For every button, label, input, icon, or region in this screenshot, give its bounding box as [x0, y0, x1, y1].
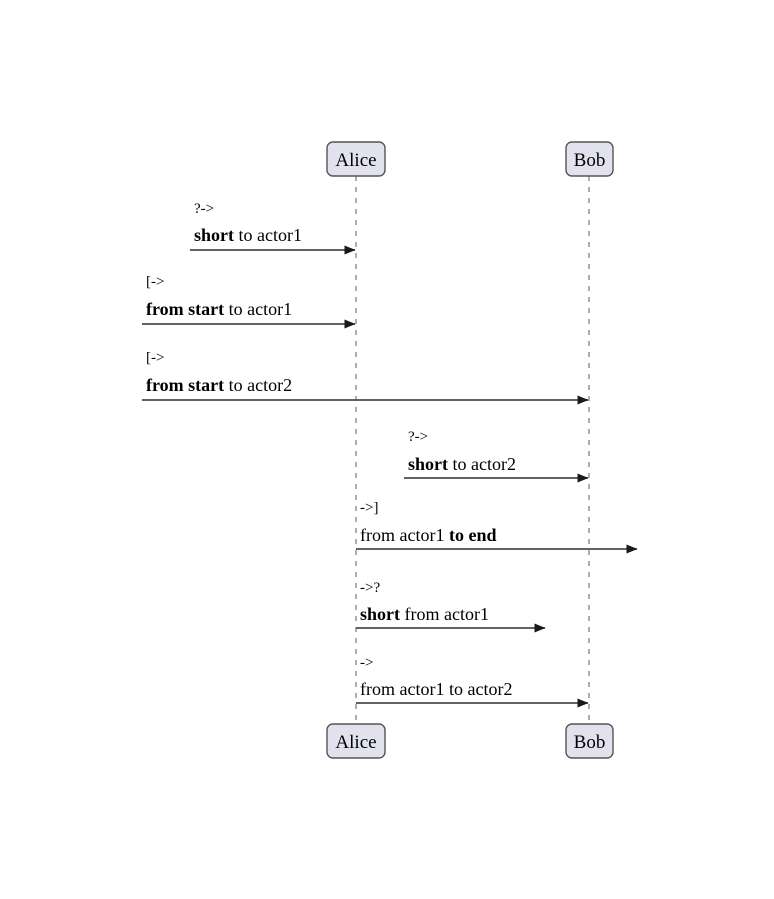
message-type-annotation: ->?	[360, 580, 380, 596]
message-1: ?-> short to actor1	[190, 201, 356, 255]
actor-box-alice-top[interactable]: Alice	[326, 141, 386, 177]
message-6: ->? short from actor1	[356, 580, 546, 633]
message-label: short to actor1	[194, 225, 302, 245]
message-label: from actor1 to end	[360, 525, 496, 545]
message-3: [-> from start to actor2	[142, 350, 589, 405]
message-type-annotation: ?->	[408, 429, 428, 445]
message-type-annotation: ->]	[360, 500, 378, 516]
actor-box-rect[interactable]	[326, 141, 386, 177]
message-type-annotation: [->	[146, 350, 164, 366]
message-label: from start to actor2	[146, 375, 292, 395]
message-5: ->] from actor1 to end	[356, 500, 638, 554]
actor-name-label: Bob	[574, 150, 606, 171]
actor-box-bob-bottom[interactable]: Bob	[565, 723, 614, 759]
message-type-annotation: [->	[146, 274, 164, 290]
actor-box-bob-top[interactable]: Bob	[565, 141, 614, 177]
actor-box-alice-bottom[interactable]: Alice	[326, 723, 386, 759]
message-2: [-> from start to actor1	[142, 274, 356, 329]
message-label: from start to actor1	[146, 299, 292, 319]
actor-box-rect[interactable]	[565, 141, 614, 177]
message-label: short from actor1	[360, 604, 489, 624]
message-type-annotation: ->	[360, 655, 373, 671]
message-4: ?-> short to actor2	[404, 429, 589, 483]
actor-box-rect[interactable]	[565, 723, 614, 759]
actor-name-label: Bob	[574, 732, 606, 753]
messages-layer: ?-> short to actor1 [-> from start to actor…	[142, 201, 638, 708]
message-label: short to actor2	[408, 454, 516, 474]
lifelines-layer	[355, 176, 590, 724]
actor-name-label: Alice	[335, 150, 376, 171]
actor-name-label: Alice	[335, 732, 376, 753]
actor-box-rect[interactable]	[326, 723, 386, 759]
message-7: -> from actor1 to actor2	[356, 655, 589, 708]
message-label: from actor1 to actor2	[360, 679, 512, 699]
message-type-annotation: ?->	[194, 201, 214, 217]
